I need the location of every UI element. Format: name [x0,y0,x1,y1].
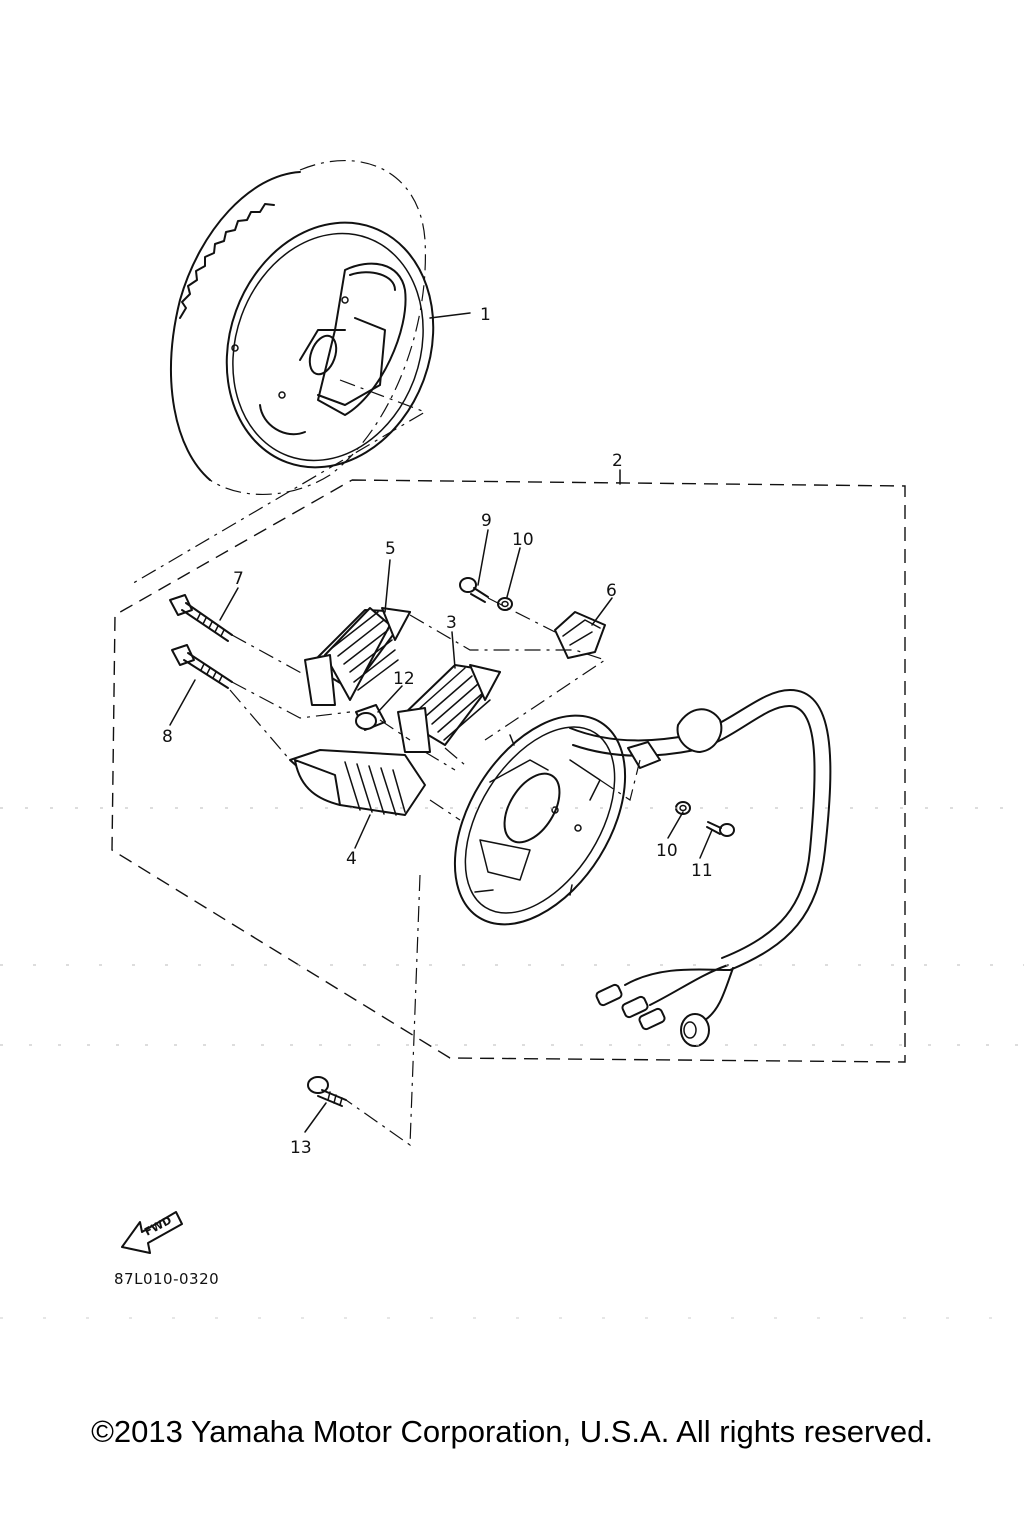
callout-11: 11 [691,861,713,881]
callout-13: 13 [290,1138,312,1158]
bolt-8 [171,644,233,689]
fwd-arrow-icon: FWD [121,1211,183,1254]
copyright-notice: ©2013 Yamaha Motor Corporation, U.S.A. A… [91,1414,933,1449]
callout-10-lower: 10 [656,841,678,861]
callout-10-upper: 10 [512,530,534,550]
callout-4: 4 [346,849,357,869]
bolt-7 [169,594,233,642]
stator-assembly-outline [111,469,906,1063]
callout-12: 12 [393,669,415,689]
callout-9: 9 [481,511,492,531]
assembly-lines [229,597,641,1147]
screw-9 [459,577,489,603]
callout-2: 2 [612,451,623,471]
washer-10-upper [497,597,513,611]
screw-13 [307,1076,347,1107]
scan-artifacts [0,807,1024,1319]
flywheel-rotor [129,159,471,586]
callout-7: 7 [233,569,244,589]
callout-3: 3 [446,613,457,633]
screw-11 [706,821,735,837]
callout-5: 5 [385,539,396,559]
callout-6: 6 [606,581,617,601]
callout-1: 1 [480,305,491,325]
lead-wire-harness [569,689,832,1047]
charge-coil-3 [397,664,501,753]
stator-base-plate [453,714,627,926]
pulser-coil-4 [289,749,426,816]
callout-8: 8 [162,727,173,747]
drawing-code: 87L010-0320 [114,1270,219,1288]
callout-leaders [169,529,713,1133]
charge-coil-5 [304,607,411,706]
callout-labels: 1 2 3 4 5 6 7 8 9 10 10 11 12 13 [162,305,713,1158]
